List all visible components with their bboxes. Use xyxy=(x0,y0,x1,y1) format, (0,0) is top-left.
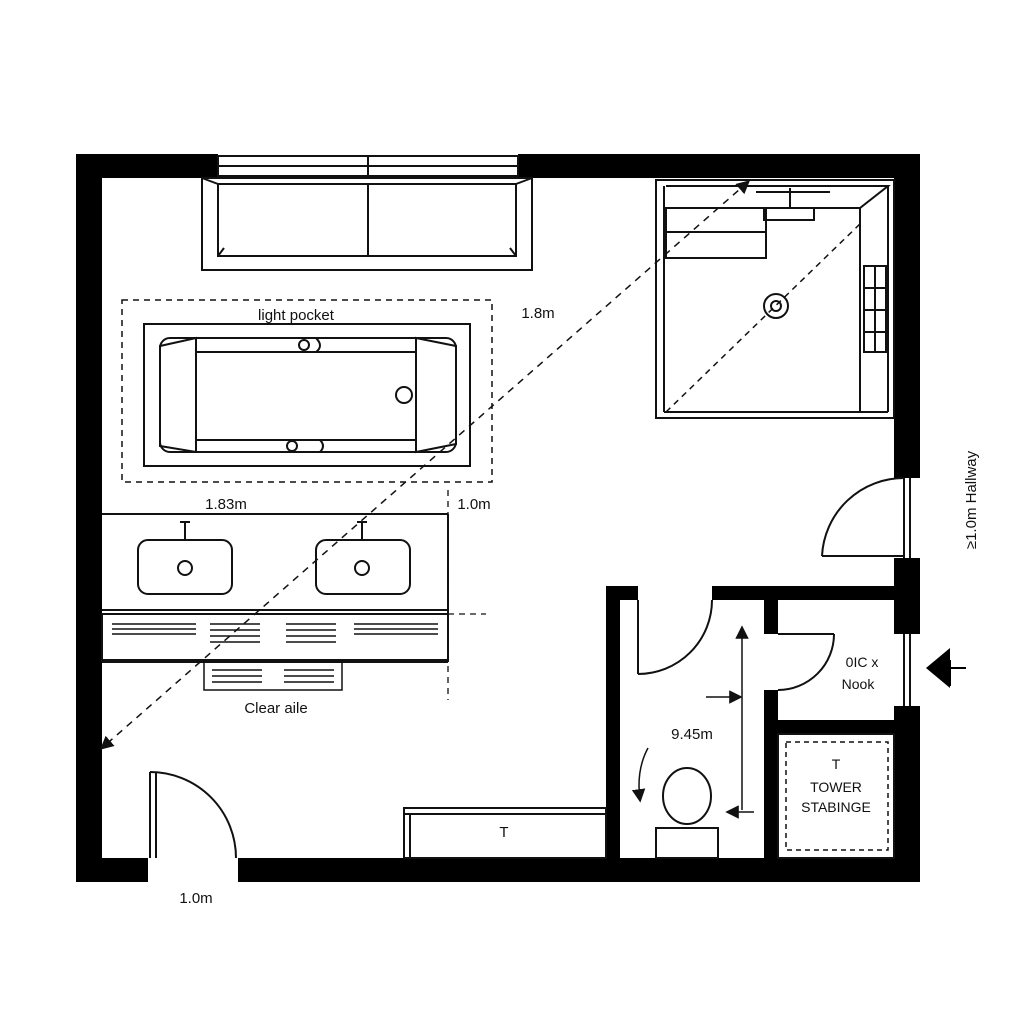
vanity-drawer-front xyxy=(101,613,449,661)
shower-bench-lower xyxy=(665,231,767,259)
wall-left xyxy=(76,154,102,882)
vanity-dimension-guides xyxy=(447,490,486,700)
towel-storage xyxy=(777,733,895,859)
shower-bench-upper xyxy=(665,207,767,233)
nook-label-line2: Nook xyxy=(842,676,876,692)
nook-label-line1: 0IC x xyxy=(846,654,879,670)
hallway-door xyxy=(821,476,911,706)
wc-wall-left xyxy=(606,586,620,882)
wc-curved-arrow xyxy=(631,747,649,803)
sink-left xyxy=(137,539,233,595)
shower-diagonal-dimension: 1.8m xyxy=(521,305,554,322)
bathtub xyxy=(143,323,471,467)
entry-door-swing xyxy=(149,771,237,859)
hallway-door-swing xyxy=(821,476,905,557)
window-top xyxy=(217,155,519,177)
bathtub-tap-knob-top xyxy=(298,339,310,351)
wc-wall-top-left xyxy=(606,586,638,600)
light-pocket-zone xyxy=(121,299,493,483)
wall-bottom-right xyxy=(238,858,920,882)
nook-wall-left xyxy=(764,600,778,634)
nook-door xyxy=(777,633,835,691)
wc-door xyxy=(637,599,713,675)
toilet-tank xyxy=(655,827,719,859)
shower-enclosure xyxy=(655,179,895,419)
toilet xyxy=(655,767,719,859)
bathtub-basin-right xyxy=(415,336,457,454)
shower-drain xyxy=(763,293,789,319)
storage-label-line1: T xyxy=(832,756,841,772)
sink-left-drain xyxy=(177,560,193,576)
vanity-step-stool xyxy=(203,661,343,691)
bathtub-basin xyxy=(159,336,197,454)
clearance-diagonal-line xyxy=(99,180,751,750)
bathtub-drain xyxy=(395,386,413,404)
shower-drain-inner xyxy=(770,300,782,312)
shower-outer xyxy=(655,179,895,419)
shower-niche xyxy=(763,207,815,221)
entry-arrow-icon xyxy=(926,648,966,688)
entry-arrow-head xyxy=(926,648,950,688)
sink-right xyxy=(315,539,411,595)
sink-left-faucet xyxy=(180,521,190,540)
sink-right-faucet xyxy=(357,521,367,540)
wc-dimension: 9.45m xyxy=(671,726,713,743)
bottom-bench-frame xyxy=(403,807,607,859)
vanity-width-dimension: 1.83m xyxy=(205,496,247,513)
storage-label-line3: STABINGE xyxy=(801,799,871,815)
exterior-walls xyxy=(76,154,920,882)
shower-diagonal-marker xyxy=(665,221,863,413)
step-stool xyxy=(203,661,343,691)
entry-door-dimension: 1.0m xyxy=(179,890,212,907)
toilet-bowl xyxy=(662,767,712,825)
sink-right-drain xyxy=(354,560,370,576)
storage-label-line2: TOWER xyxy=(810,779,862,795)
wall-top-right xyxy=(518,154,920,178)
storage-wall-top xyxy=(764,720,902,734)
bottom-bench-mark: T xyxy=(499,824,508,841)
nook-door-swing xyxy=(777,633,835,691)
hallway-label: ≥1.0m Hallway xyxy=(963,450,980,549)
storage-inner xyxy=(785,741,889,851)
bottom-bench xyxy=(403,807,607,859)
wall-right-lower xyxy=(894,706,920,882)
wc-wall-top-right xyxy=(712,586,902,600)
vanity xyxy=(101,513,449,663)
vanity-drawer-slats xyxy=(112,623,438,643)
wc-door-swing xyxy=(637,599,713,675)
storage-frame xyxy=(777,733,895,859)
entry-door xyxy=(149,771,237,859)
vanity-right-dimension: 1.0m xyxy=(457,496,490,513)
light-pocket-label: light pocket xyxy=(258,307,335,324)
wall-bottom-left xyxy=(76,858,148,882)
wc-dimension-arrows xyxy=(631,625,754,819)
wall-right-upper xyxy=(894,154,920,478)
window-bench xyxy=(201,177,533,271)
bathtub-tap-knob-bottom xyxy=(286,440,298,452)
shower-tray-edge xyxy=(666,185,891,209)
bathtub-rim xyxy=(143,323,471,467)
nook-wall-left-lower xyxy=(764,690,778,882)
clear-aisle-label: Clear aile xyxy=(244,700,307,717)
